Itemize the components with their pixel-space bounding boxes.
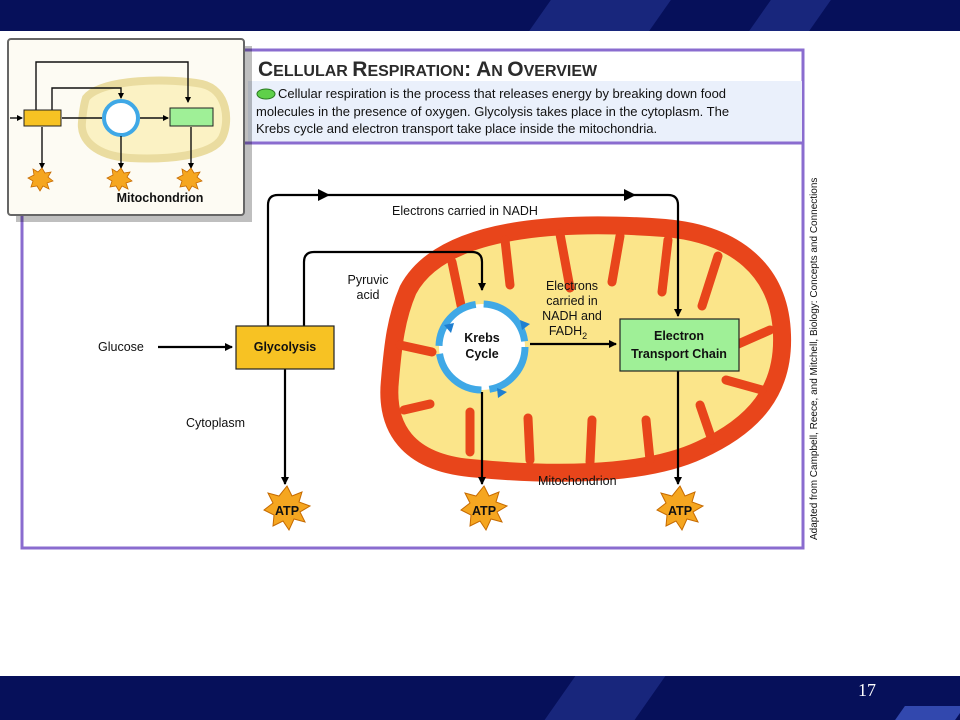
flow-arrowhead	[318, 189, 330, 201]
glycolysis-box	[235, 325, 335, 370]
atp-burst-etc: ATP	[656, 485, 705, 532]
etc-label-line1: Electron	[654, 329, 704, 343]
cytoplasm-label: Cytoplasm	[186, 416, 245, 430]
electrons-label-line2: carried in	[546, 294, 597, 308]
atp-label: ATP	[275, 504, 299, 518]
electrons-label-line4: FADH2	[549, 324, 587, 341]
top-banner	[0, 0, 960, 31]
figure-credit: Adapted from Campbell, Reece, and Mitche…	[809, 178, 820, 540]
intro-background	[248, 81, 802, 143]
flow-arrowhead	[624, 189, 636, 201]
electrons-label-line3: NADH and	[542, 309, 602, 323]
pyruvic-label-line1: Pyruvic	[348, 273, 389, 287]
green-oval-icon	[256, 88, 276, 100]
mitochondrion	[380, 216, 792, 482]
etc-label-line2: Transport Chain	[631, 347, 727, 361]
intro-line-2: molecules in the presence of oxygen. Gly…	[256, 104, 729, 119]
bottom-banner	[0, 676, 960, 720]
krebs-label-line2: Cycle	[465, 347, 498, 361]
intro-line-1: Cellular respiration is the process that…	[278, 86, 726, 101]
intro-line-3: Krebs cycle and electron transport take …	[256, 121, 657, 136]
glucose-label: Glucose	[98, 340, 144, 354]
krebs-cycle-ring	[435, 300, 530, 398]
connector-arrows	[158, 193, 682, 485]
krebs-label-line1: Krebs	[464, 331, 499, 345]
electron-transport-chain-box	[619, 318, 740, 372]
glycolysis-label: Glycolysis	[254, 340, 317, 354]
atp-burst-glycolysis: ATP	[263, 485, 312, 532]
cycle-arrowhead	[497, 388, 507, 398]
thumbnail-mitochondrion-label: Mitochondrion	[117, 191, 204, 205]
cycle-arrowhead	[520, 320, 530, 330]
atp-label: ATP	[668, 504, 692, 518]
pyruvic-label-line2: acid	[357, 288, 380, 302]
mitochondrion-label: Mitochondrion	[538, 474, 617, 488]
cycle-arrowhead	[444, 323, 454, 333]
atp-label: ATP	[472, 504, 496, 518]
electrons-label-line1: Electrons	[546, 279, 598, 293]
figure-title: CELLULAR RESPIRATION: AN OVERVIEW	[258, 58, 598, 81]
electrons-nadh-label: Electrons carried in NADH	[392, 204, 538, 218]
atp-burst-krebs: ATP	[460, 485, 509, 532]
overview-thumbnail: Mitochondrion	[7, 38, 252, 222]
page-number: 17	[858, 680, 876, 700]
